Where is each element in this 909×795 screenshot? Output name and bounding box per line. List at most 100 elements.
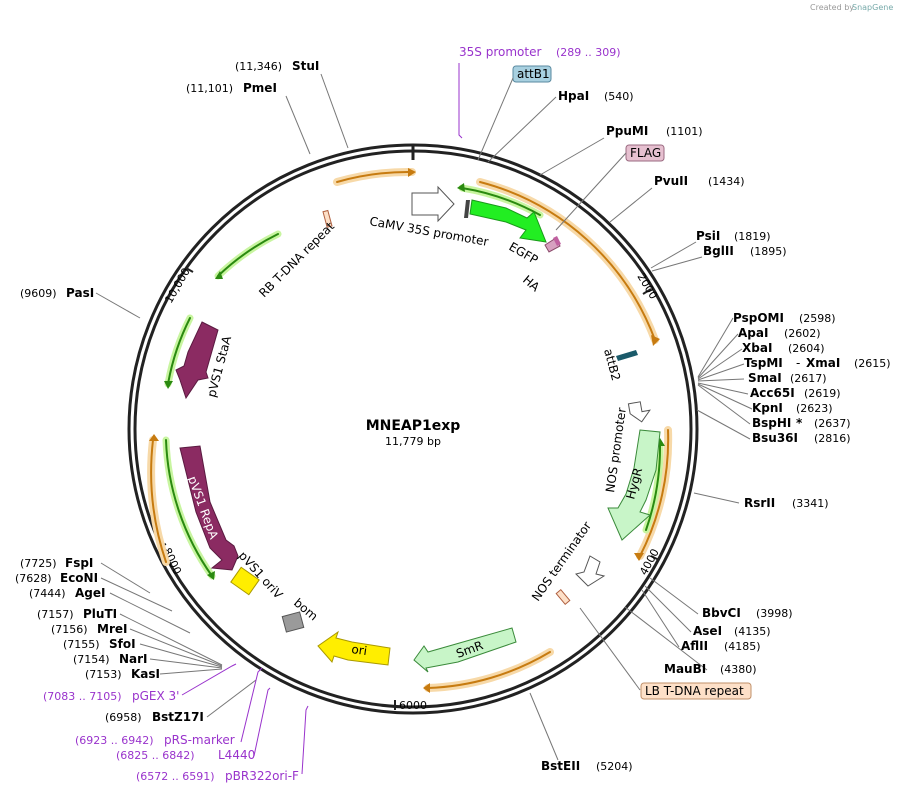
camv35s-arrow <box>411 185 455 223</box>
attb1-box: attB1 <box>512 65 552 83</box>
plasmid-name: MNEAP1exp <box>366 418 461 434</box>
egfp-arrow <box>469 199 547 243</box>
site-ppumi: PpuMI (1101) <box>606 124 703 138</box>
green-arcs <box>162 183 665 580</box>
ha-label: HA <box>520 273 543 295</box>
site-hpai: HpaI (540) <box>558 89 634 103</box>
svg-text:(6572 .. 6591): (6572 .. 6591) <box>136 770 215 783</box>
svg-text:(2816): (2816) <box>814 432 851 445</box>
svg-text:(4135): (4135) <box>734 625 771 638</box>
plasmid-size: 11,779 bp <box>385 435 441 448</box>
site-aflii: AflII (4185) <box>681 639 761 653</box>
svg-text:(3998): (3998) <box>756 607 793 620</box>
nos-promoter-label: NOS promoter <box>603 407 629 494</box>
svg-text:(4185): (4185) <box>724 640 761 653</box>
svg-text:LB T-DNA repeat: LB T-DNA repeat <box>645 684 744 698</box>
svg-text:(7725): (7725) <box>20 557 57 570</box>
orange-arcs <box>147 167 673 693</box>
primer-pgex: (7083 .. 7105) pGEX 3' <box>43 689 179 703</box>
svg-text:(11,101): (11,101) <box>186 82 233 95</box>
svg-text:35S promoter: 35S promoter <box>459 45 541 59</box>
site-bsu36i: Bsu36I (2816) <box>752 431 851 445</box>
svg-text:(9609): (9609) <box>20 287 57 300</box>
svg-text:AseI: AseI <box>693 624 722 638</box>
svg-text:PasI: PasI <box>66 286 94 300</box>
site-econi: (7628) EcoNI <box>15 571 98 585</box>
attb2-mark <box>616 350 638 361</box>
site-asei: AseI (4135) <box>693 624 771 638</box>
svg-text:(2619): (2619) <box>804 387 841 400</box>
svg-text:FLAG: FLAG <box>630 146 661 160</box>
site-smai: SmaI (2617) <box>748 371 827 385</box>
egfp-label: EGFP <box>507 239 541 267</box>
svg-text:BbvCI: BbvCI <box>702 606 741 620</box>
svg-text:pRS-marker: pRS-marker <box>164 733 235 747</box>
svg-text:(4380): (4380) <box>720 663 757 676</box>
flag-mark <box>553 236 561 246</box>
leader-lines <box>95 73 753 761</box>
primer-l4440: (6825 .. 6842) L4440 <box>116 748 255 762</box>
svg-text:(1895): (1895) <box>750 245 787 258</box>
svg-text:NarI: NarI <box>119 652 148 666</box>
svg-text:BspHI: BspHI <box>752 416 791 430</box>
pvs1-staa-arrow <box>175 321 219 400</box>
primer-pbr: (6572 .. 6591) pBR322ori-F <box>136 769 299 783</box>
site-nari: (7154) NarI <box>73 652 148 666</box>
site-pspomi: PspOMI (2598) <box>733 311 836 325</box>
svg-text:(2615): (2615) <box>854 357 891 370</box>
svg-text:StuI: StuI <box>292 59 319 73</box>
svg-text:(7153): (7153) <box>85 668 122 681</box>
svg-text:(3341): (3341) <box>792 497 829 510</box>
svg-text:pGEX 3': pGEX 3' <box>132 689 179 703</box>
svg-text:ApaI: ApaI <box>738 326 768 340</box>
svg-text:XmaI: XmaI <box>806 356 840 370</box>
svg-text:(540): (540) <box>604 90 634 103</box>
site-tspmi: TspMI - XmaI (2615) <box>744 356 891 370</box>
site-xbai: XbaI (2604) <box>742 341 825 355</box>
svg-text:XbaI: XbaI <box>742 341 772 355</box>
ori-arrow <box>317 630 391 666</box>
svg-text:(2623): (2623) <box>796 402 833 415</box>
svg-text:(7083 .. 7105): (7083 .. 7105) <box>43 690 122 703</box>
attb2-label: attB2 <box>601 347 623 382</box>
svg-text:pBR322ori-F: pBR322ori-F <box>225 769 299 783</box>
svg-text:6000: 6000 <box>399 699 427 712</box>
svg-text:(7155): (7155) <box>63 638 100 651</box>
site-kpni: KpnI (2623) <box>752 401 833 415</box>
site-pluti: (7157) PluTI <box>37 607 117 621</box>
svg-text:BglII: BglII <box>703 244 734 258</box>
pvs1-repa-arrow <box>179 445 239 571</box>
svg-text:KpnI: KpnI <box>752 401 783 415</box>
svg-text:(289 .. 309): (289 .. 309) <box>556 46 621 59</box>
svg-text:BstEII: BstEII <box>541 759 580 773</box>
svg-text:RsrII: RsrII <box>744 496 775 510</box>
site-bbvci: BbvCI (3998) <box>702 606 793 620</box>
rb-repeat-mark <box>322 209 333 228</box>
svg-text:(1819): (1819) <box>734 230 771 243</box>
svg-text:(6825 .. 6842): (6825 .. 6842) <box>116 749 195 762</box>
svg-text:MauBI: MauBI <box>664 662 706 676</box>
svg-text:(6923 .. 6942): (6923 .. 6942) <box>75 734 154 747</box>
camv35s-label: CaMV 35S promoter <box>368 214 489 249</box>
smr-arrow <box>413 627 517 673</box>
svg-text:SmaI: SmaI <box>748 371 782 385</box>
svg-text:PpuMI: PpuMI <box>606 124 648 138</box>
oriv-box <box>230 566 260 596</box>
svg-text:HpaI: HpaI <box>558 89 589 103</box>
site-sfoi: (7155) SfoI <box>63 637 136 651</box>
svg-text:(6958): (6958) <box>105 711 142 724</box>
site-bglii: BglII (1895) <box>703 244 787 258</box>
site-acc65i: Acc65I (2619) <box>750 386 841 400</box>
svg-text:PluTI: PluTI <box>83 607 117 621</box>
svg-text:Bsu36I: Bsu36I <box>752 431 798 445</box>
svg-text:AgeI: AgeI <box>75 586 105 600</box>
ori-label: ori <box>351 642 368 658</box>
svg-text:(2604): (2604) <box>788 342 825 355</box>
svg-text:attB1: attB1 <box>517 67 550 81</box>
attb1-mark <box>464 200 470 218</box>
site-pasi: (9609) PasI <box>20 286 94 300</box>
svg-text:PmeI: PmeI <box>243 81 277 95</box>
svg-text:-: - <box>796 356 800 370</box>
svg-text:(7154): (7154) <box>73 653 110 666</box>
site-apai: ApaI (2602) <box>738 326 821 340</box>
